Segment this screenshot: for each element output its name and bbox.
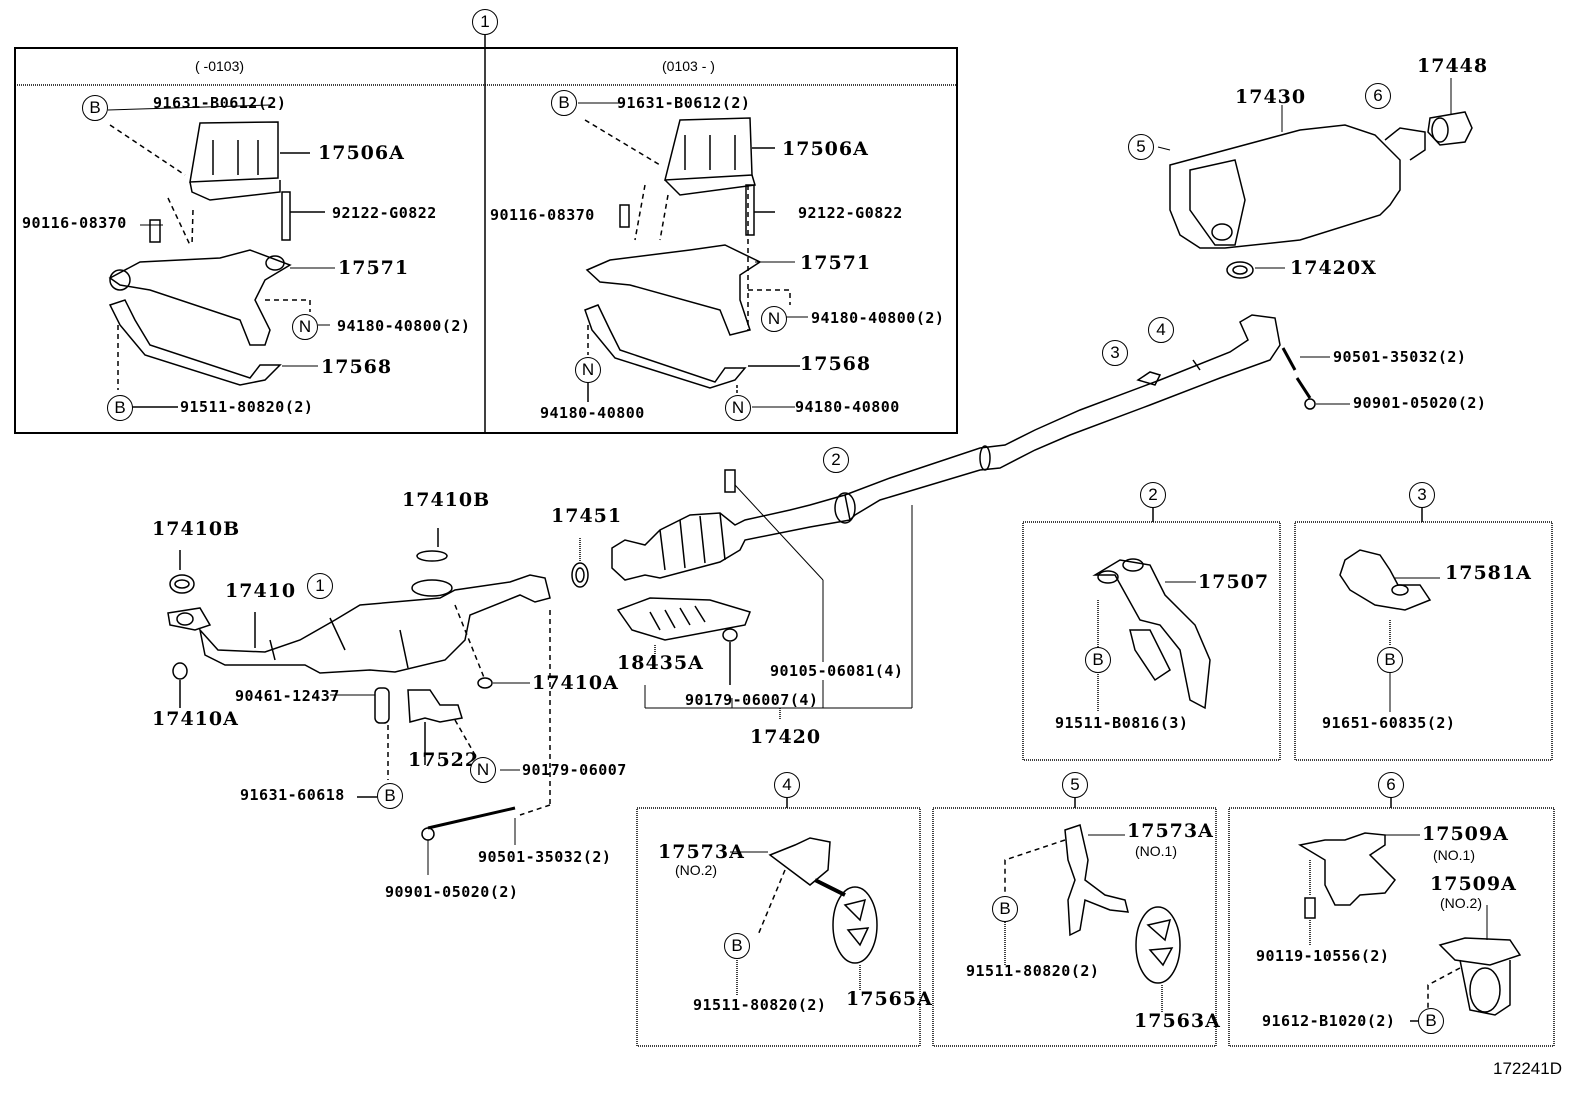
part-sub-label: (NO.2) [1440,895,1482,911]
part-label[interactable]: 90461-12437 [235,687,340,705]
part-label[interactable]: 17581A [1445,562,1532,584]
inset-left-header: ( -0103) [195,58,245,74]
part-label[interactable]: 90901-05020(2) [385,883,519,901]
part-label[interactable]: 94180-40800(2) [811,309,945,327]
ref-circle-box-6: 6 [1378,772,1404,798]
symbol-n: N [470,757,496,783]
ref-circle-box-3: 3 [1409,482,1435,508]
ref-circle-1-top: 1 [472,9,498,35]
ref-circle-5-muffler: 5 [1128,134,1154,160]
part-label[interactable]: 17410B [402,489,491,511]
part-label[interactable]: 91511-80820(2) [180,398,314,416]
part-label[interactable]: 17410 [225,580,297,602]
inset-right-header: (0103 - ) [662,58,715,74]
symbol-n: N [292,314,318,340]
ref-circle-box-2: 2 [1140,482,1166,508]
left-inset-parts [107,104,335,408]
part-label[interactable]: 17571 [338,257,410,279]
part-label[interactable]: 90501-35032(2) [1333,348,1467,366]
symbol-b: B [1418,1008,1444,1034]
part-label[interactable]: 91651-60835(2) [1322,714,1456,732]
part-label[interactable]: 90501-35032(2) [478,848,612,866]
symbol-b: B [82,95,108,121]
part-label[interactable]: 91631-B0612(2) [153,94,287,112]
top-inset-frame [14,35,958,434]
part-label[interactable]: 90116-08370 [22,214,127,232]
symbol-b: B [1377,647,1403,673]
part-label[interactable]: 17563A [1134,1010,1221,1032]
ref-circle-1-front-pipe: 1 [307,573,333,599]
diagram-code: 172241D [1492,1059,1562,1078]
part-label[interactable]: 94180-40800(2) [337,317,471,335]
ref-circle-6-muffler: 6 [1365,83,1391,109]
right-inset-parts [578,102,808,408]
symbol-b: B [724,933,750,959]
box-2-frame [1022,507,1281,761]
part-sub-label: (NO.1) [1433,847,1475,863]
symbol-b: B [551,90,577,116]
symbol-n: N [761,306,787,332]
box-5-frame [932,797,1217,1047]
part-label[interactable]: 17506A [318,142,405,164]
part-label[interactable]: 91511-80820(2) [693,996,827,1014]
center-pipe-drawing [611,314,1350,720]
symbol-n: N [575,357,601,383]
part-label[interactable]: 94180-40800 [795,398,900,416]
symbol-b: B [107,395,133,421]
part-label[interactable]: 17420X [1290,257,1377,279]
main-leaders [1157,146,1171,151]
part-sub-label: (NO.1) [1135,843,1177,859]
box-3-frame [1294,507,1553,761]
symbol-b: B [377,783,403,809]
part-label[interactable]: 90179-06007 [522,761,627,779]
part-label[interactable]: 17565A [846,988,933,1010]
part-label[interactable]: 17448 [1417,55,1489,77]
part-label[interactable]: 17420 [750,726,822,748]
part-label[interactable]: 17410B [152,518,241,540]
symbol-b: B [1085,647,1111,673]
part-label[interactable]: 17571 [800,252,872,274]
ref-circle-2-center-pipe: 2 [823,447,849,473]
part-label[interactable]: 17451 [551,505,623,527]
part-label[interactable]: 90179-06007(4) [685,691,819,709]
part-label[interactable]: 17522 [408,749,480,771]
part-label[interactable]: 17507 [1198,571,1270,593]
box-6-frame [1228,797,1555,1047]
part-label[interactable]: 17573A [658,841,745,863]
part-label[interactable]: 92122-G0822 [798,204,903,222]
ref-circle-3-pipe: 3 [1102,340,1128,366]
part-label[interactable]: 91511-B0816(3) [1055,714,1189,732]
ref-circle-box-5: 5 [1062,772,1088,798]
part-label[interactable]: 17568 [321,356,393,378]
part-label[interactable]: 91511-80820(2) [966,962,1100,980]
ref-circle-box-4: 4 [774,772,800,798]
box-4-frame [636,797,921,1047]
part-label[interactable]: 94180-40800 [540,404,645,422]
part-label[interactable]: 17430 [1235,86,1307,108]
part-label[interactable]: 17506A [782,138,869,160]
symbol-n: N [725,395,751,421]
part-label[interactable]: 17410A [532,672,619,694]
part-label[interactable]: 17568 [800,353,872,375]
ref-circle-4-pipe: 4 [1148,317,1174,343]
part-label[interactable]: 90105-06081(4) [770,662,904,680]
part-label[interactable]: 90116-08370 [490,206,595,224]
part-label[interactable]: 18435A [617,652,704,674]
part-label[interactable]: 90119-10556(2) [1256,947,1390,965]
part-label[interactable]: 17410A [152,708,239,730]
symbol-b: B [992,896,1018,922]
part-label[interactable]: 91612-B1020(2) [1262,1012,1396,1030]
muffler-drawing [1169,78,1473,279]
part-label[interactable]: 17573A [1127,820,1214,842]
part-label[interactable]: 91631-B0612(2) [617,94,751,112]
part-label[interactable]: 90901-05020(2) [1353,394,1487,412]
part-label[interactable]: 17509A [1430,873,1517,895]
part-label[interactable]: 92122-G0822 [332,204,437,222]
part-label[interactable]: 17509A [1422,823,1509,845]
part-sub-label: (NO.2) [675,862,717,878]
part-label[interactable]: 91631-60618 [240,786,345,804]
front-pipe-drawing [167,528,589,875]
